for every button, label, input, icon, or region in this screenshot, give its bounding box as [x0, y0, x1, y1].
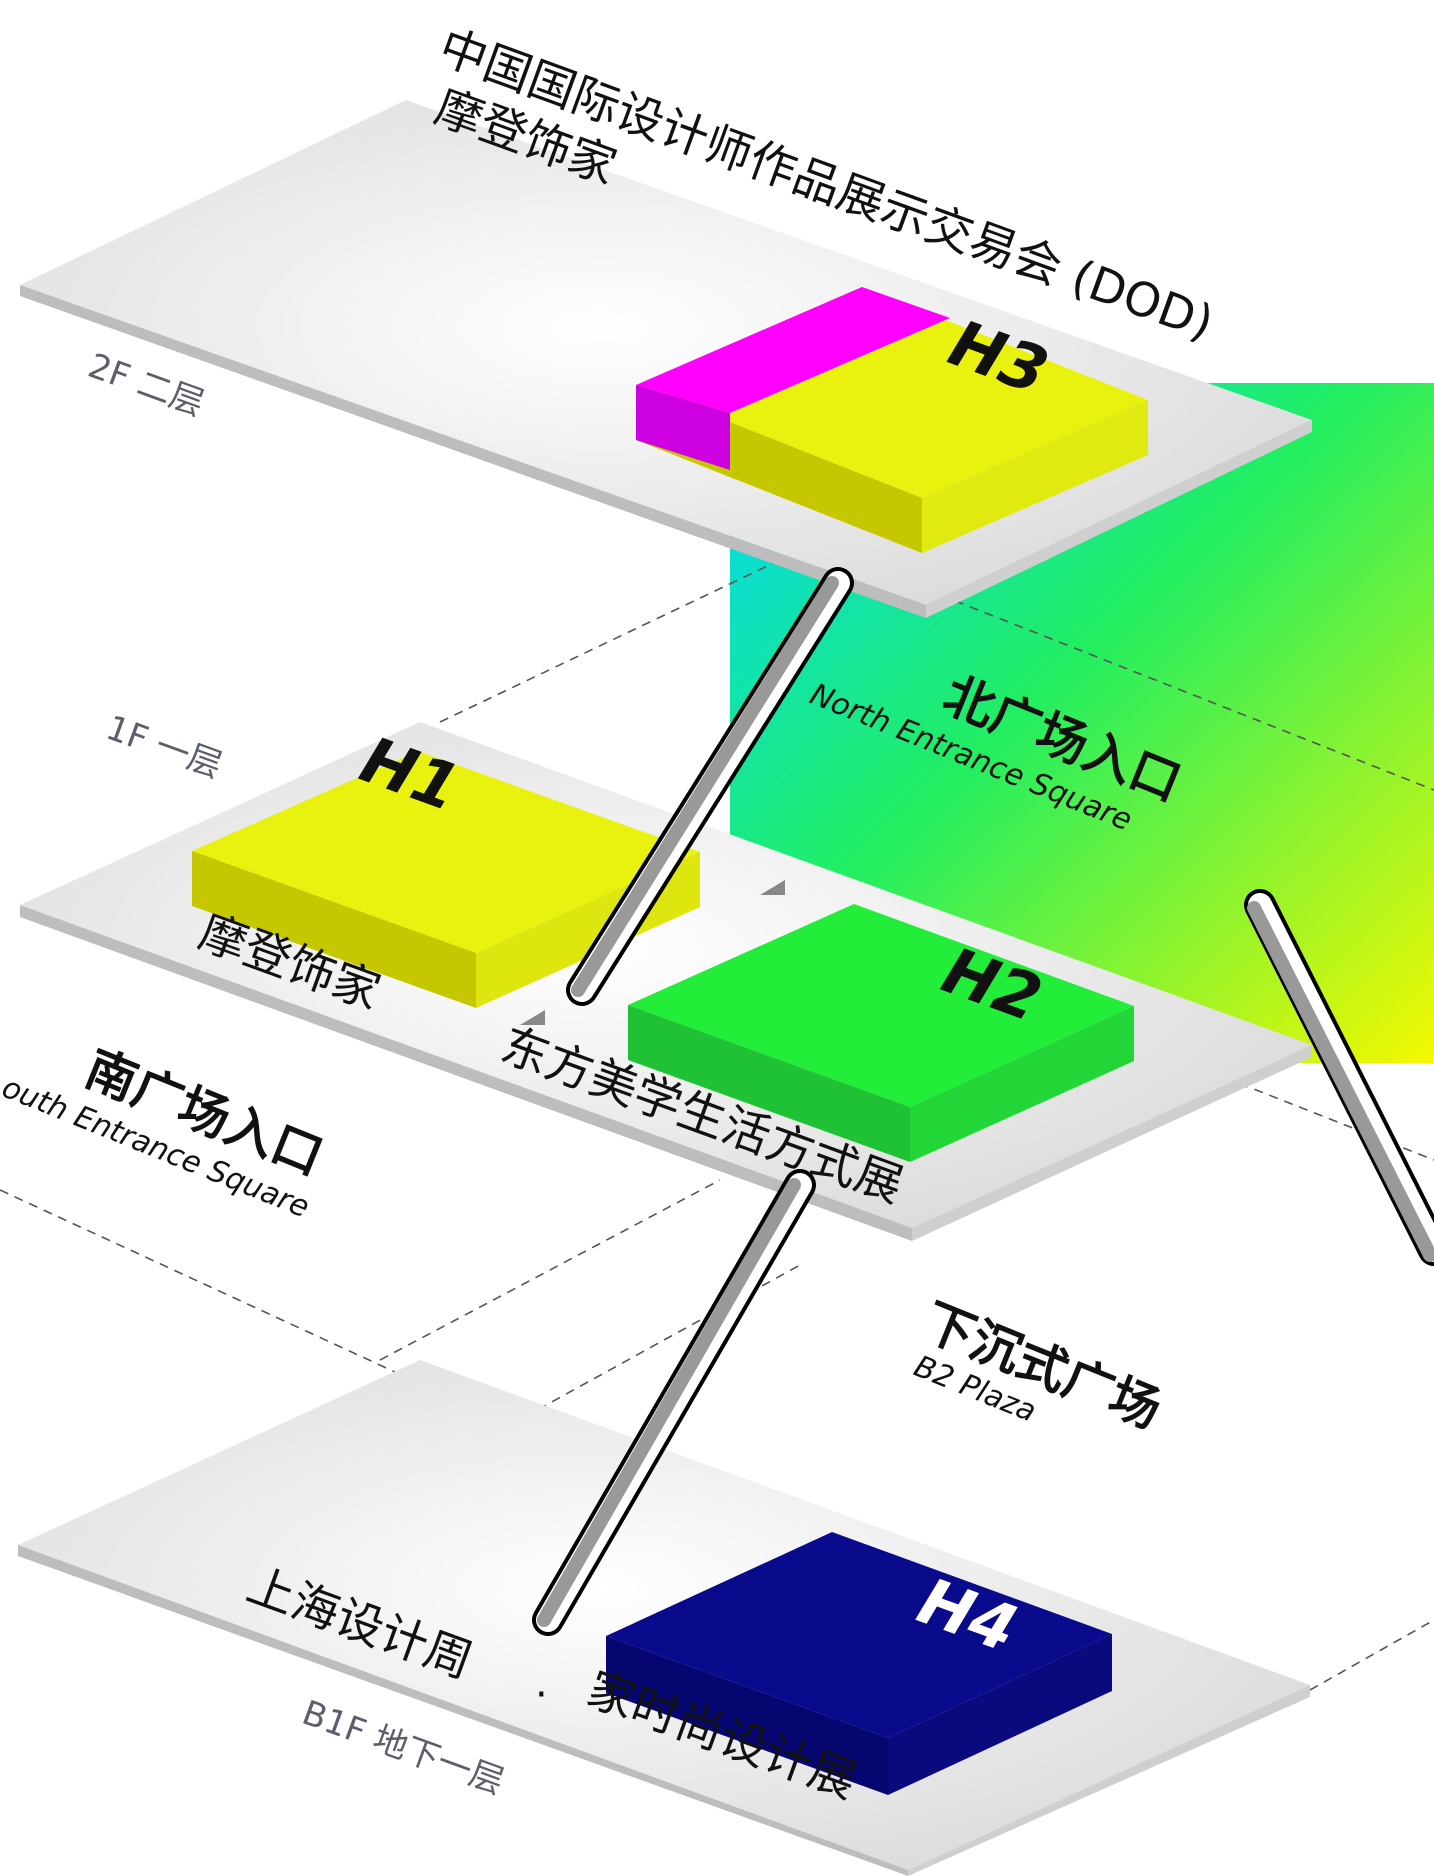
- hall-h4-separator: ·: [535, 1672, 548, 1718]
- floor-1f-label: 1F 一层: [101, 708, 227, 787]
- hall-h4-block[interactable]: [606, 1532, 1112, 1795]
- hall-h3-block[interactable]: [636, 287, 1148, 553]
- escalator-2f-1f: [566, 567, 854, 1006]
- floor-2f-label: 2F 二层: [83, 346, 209, 425]
- escalator-north: [1244, 889, 1434, 1266]
- hall-h2-block[interactable]: [628, 904, 1134, 1162]
- escalator-1f-b1f: [532, 1169, 816, 1636]
